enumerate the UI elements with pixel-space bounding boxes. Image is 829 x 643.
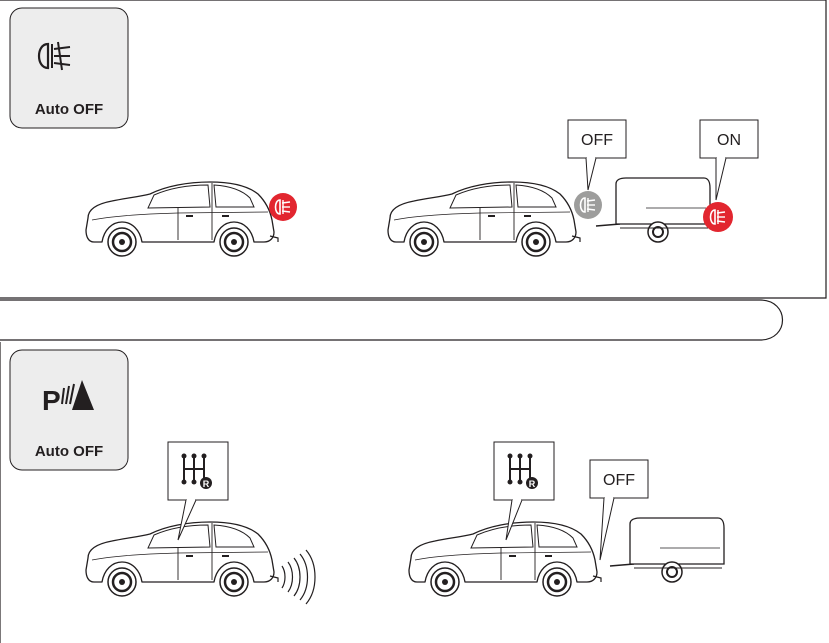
svg-text:P: P [42, 385, 61, 416]
off-label-top: OFF [581, 132, 613, 149]
rear-fog-light-on-indicator [269, 193, 297, 221]
rear-fog-light-panel: Auto OFF [10, 8, 128, 128]
car-trailer-scene-2: OFF [409, 442, 724, 596]
car-scene-1 [86, 182, 297, 256]
off-label-bottom: OFF [603, 472, 635, 489]
panel-label-bottom: Auto OFF [35, 443, 103, 460]
parking-sensor-panel: P Auto OFF [10, 350, 128, 470]
car-trailer-scene-1: OFF ON [388, 120, 758, 256]
on-label-top: ON [717, 132, 741, 149]
section-connector [0, 300, 783, 340]
car-fog-light-off-indicator [574, 191, 602, 219]
trailer-fog-light-on-indicator [703, 202, 733, 232]
panel-label-top: Auto OFF [35, 101, 103, 118]
parking-sensor-waves [282, 550, 315, 604]
off-callout-top: OFF [568, 120, 626, 190]
